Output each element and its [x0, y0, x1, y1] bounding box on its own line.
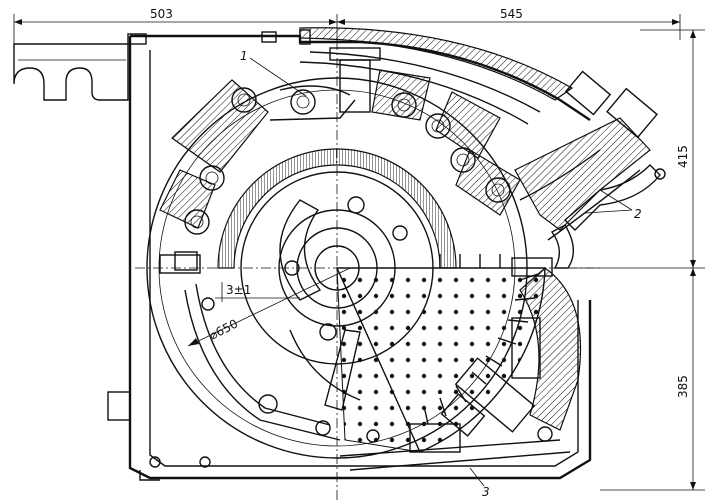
- upper-right-arm: [514, 70, 666, 269]
- callout-1: 1: [240, 49, 248, 63]
- lower-right-coils: [159, 254, 582, 471]
- callout-labels: 1 2 3: [240, 49, 642, 499]
- lower-left-structure: [174, 251, 361, 441]
- callout-3: 3: [482, 485, 490, 499]
- dim-gap: 3±1: [226, 283, 251, 297]
- callout-leaders: [249, 57, 633, 487]
- dim-diameter: ⌀650: [207, 317, 240, 343]
- dim-right-upper: 415: [676, 145, 690, 168]
- dim-right-lower: 385: [676, 375, 690, 398]
- upper-segments: [159, 47, 521, 235]
- rotor-sector: [335, 254, 546, 453]
- dim-top-left: 503: [150, 7, 173, 21]
- dimension-lines: [13, 14, 705, 491]
- dim-top-right: 545: [500, 7, 523, 21]
- callout-2: 2: [634, 207, 642, 221]
- left-bracket: [13, 43, 129, 101]
- top-duct: [299, 27, 574, 125]
